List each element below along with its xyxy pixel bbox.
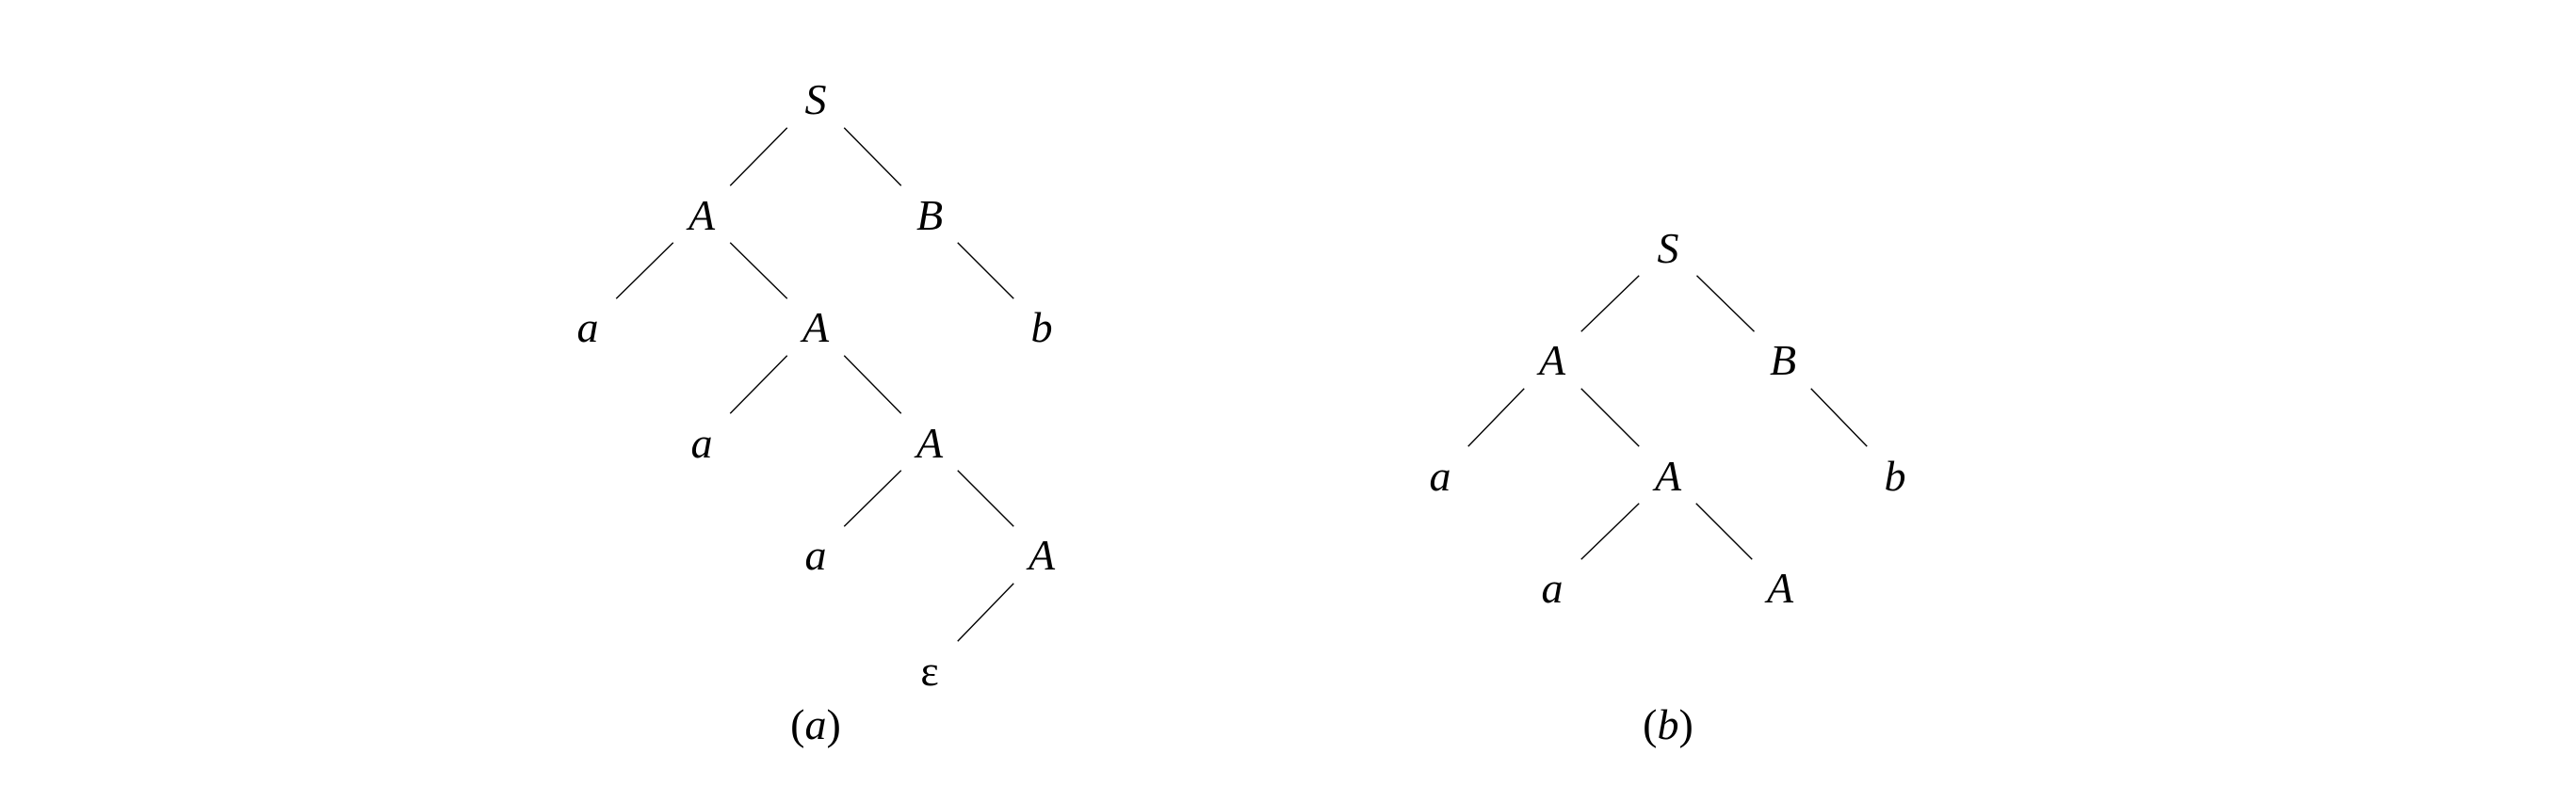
tree-edge: [1810, 388, 1868, 447]
tree-edge: [729, 355, 788, 414]
tree-node: ε: [920, 647, 938, 695]
tree-node: S: [805, 75, 827, 123]
tree-node: A: [800, 303, 830, 351]
tree-edge: [957, 470, 1014, 527]
tree-node: a: [1430, 452, 1451, 500]
tree-edge: [1467, 388, 1525, 447]
tree-edge: [957, 583, 1014, 642]
tree-node: a: [805, 531, 827, 579]
tree-node: A: [1652, 452, 1682, 500]
tree-edge: [1695, 503, 1753, 560]
tree-edge: [729, 242, 788, 299]
tree-node: A: [1536, 336, 1566, 384]
tree-node: b: [1031, 303, 1053, 351]
tree-edge: [843, 355, 902, 414]
tree-edge: [1696, 275, 1755, 332]
tree-node: A: [1026, 531, 1056, 579]
tree-edge: [1580, 388, 1640, 447]
caption-b: (b): [1643, 700, 1693, 748]
tree-node: B: [916, 191, 943, 239]
tree-node: B: [1770, 336, 1796, 384]
tree-node: a: [1542, 564, 1563, 612]
tree-edge: [1580, 275, 1640, 332]
tree-node: b: [1885, 452, 1906, 500]
tree-edge: [843, 127, 902, 186]
tree-edge: [615, 242, 674, 299]
tree-node: S: [1658, 224, 1679, 272]
tree-edge: [1580, 503, 1640, 560]
tree-edge: [957, 242, 1014, 299]
tree-edge: [843, 470, 902, 527]
tree-node: A: [914, 419, 944, 467]
tree-node: a: [577, 303, 599, 351]
tree-node: A: [686, 191, 716, 239]
tree-edge: [729, 127, 788, 186]
tree-node: A: [1764, 564, 1794, 612]
tree-node: a: [691, 419, 713, 467]
caption-a: (a): [790, 700, 841, 748]
